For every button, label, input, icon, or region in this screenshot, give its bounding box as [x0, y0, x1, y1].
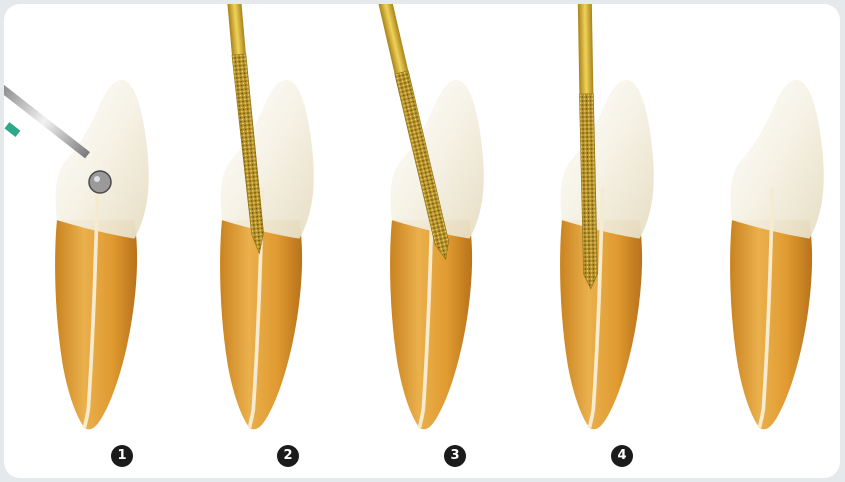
tooth-step-3 [377, 4, 484, 429]
tooth-preparation-diagram [4, 4, 840, 478]
tooth-step-4 [560, 4, 654, 429]
step-badge-3: 3 [444, 445, 466, 467]
tooth-step-5 [730, 80, 824, 429]
step-badge-1: 1 [111, 445, 133, 467]
illustration-panel: 1 2 3 4 [4, 4, 840, 478]
step-badge-2: 2 [277, 445, 299, 467]
tooth-step-2 [220, 4, 314, 429]
step-badge-4: 4 [611, 445, 633, 467]
tooth-step-1 [4, 80, 149, 429]
